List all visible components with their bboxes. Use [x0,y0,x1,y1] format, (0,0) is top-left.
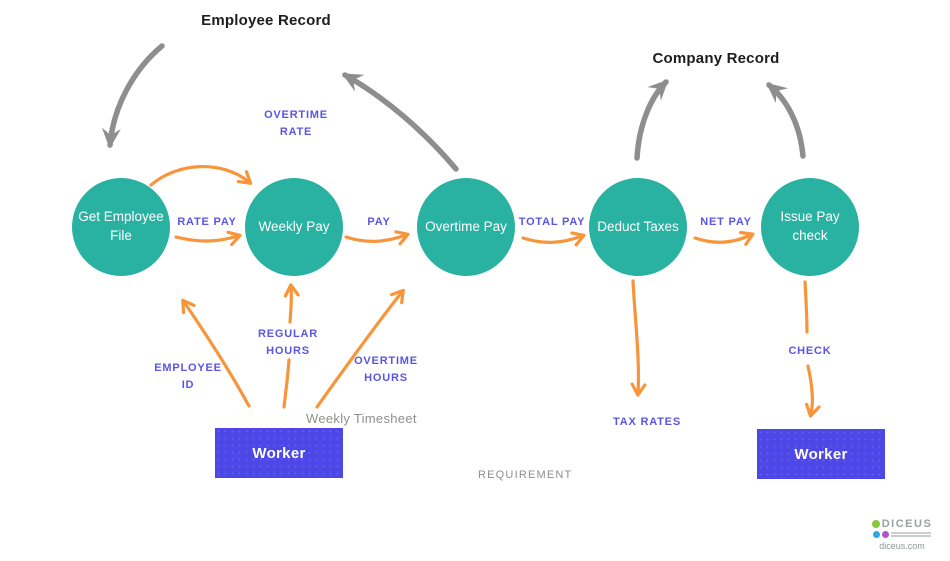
flow-label-net-pay: NET PAY [700,216,752,228]
flow-label-rate-pay: RATE PAY [177,216,237,228]
flow-label-overtime-hours: OVERTIME HOURS [354,355,418,384]
logo-site-url: diceus.com [879,541,925,551]
arrow-overtime-hours [315,288,405,409]
external-worker-right: Worker [757,429,885,479]
arrow-check-lower [804,364,821,418]
process-issue-pay-check: Issue Pay check [761,178,859,276]
arrow-regular-hours-upper [283,283,300,324]
diceus-logo: DICEUS diceus.com [862,518,942,551]
note-weekly-timesheet: Weekly Timesheet [306,411,417,426]
flow-label-overtime-rate: OVERTIME RATE [264,109,328,138]
flow-label-pay: PAY [367,216,391,228]
process-get-employee-file: Get Employee File [72,178,170,276]
logo-tagline-decoration [891,532,931,537]
arrow-tax-rates [630,279,647,397]
logo-purple-dot-icon [882,531,889,538]
store-company-record: Company Record [652,50,780,67]
logo-wordmark: DICEUS [881,518,933,530]
logo-green-dot-icon [871,520,880,528]
flow-label-total-pay: TOTAL PAY [518,216,586,228]
arrow-issue-paycheck-to-company-record [766,82,806,159]
external-worker-left: Worker [215,428,343,478]
flow-label-employee-id: EMPLOYEE ID [154,362,222,391]
arrow-net-pay [693,231,755,246]
arrow-check-upper [803,280,809,334]
arrow-getfile-weeklypay-top [149,164,253,187]
process-weekly-pay: Weekly Pay [245,178,343,276]
arrow-total-pay [521,231,586,247]
process-overtime-pay: Overtime Pay [417,178,515,276]
flow-label-check: CHECK [788,345,832,357]
note-requirement: REQUIREMENT [478,469,573,481]
flow-label-regular-hours: REGULAR HOURS [258,328,318,357]
arrow-pay [344,230,410,246]
logo-blue-dot-icon [873,531,880,538]
arrow-deduct-taxes-to-company-record [634,79,669,161]
arrow-employee-record-to-get-file [101,43,165,149]
process-deduct-taxes: Deduct Taxes [589,178,687,276]
arrow-overtime-rate-to-employee-record [341,72,459,172]
arrow-regular-hours-lower [282,358,291,409]
arrow-employee-id [181,298,251,408]
flow-label-tax-rates: TAX RATES [613,416,681,428]
store-employee-record: Employee Record [201,12,331,29]
arrow-rate-pay [174,230,242,247]
